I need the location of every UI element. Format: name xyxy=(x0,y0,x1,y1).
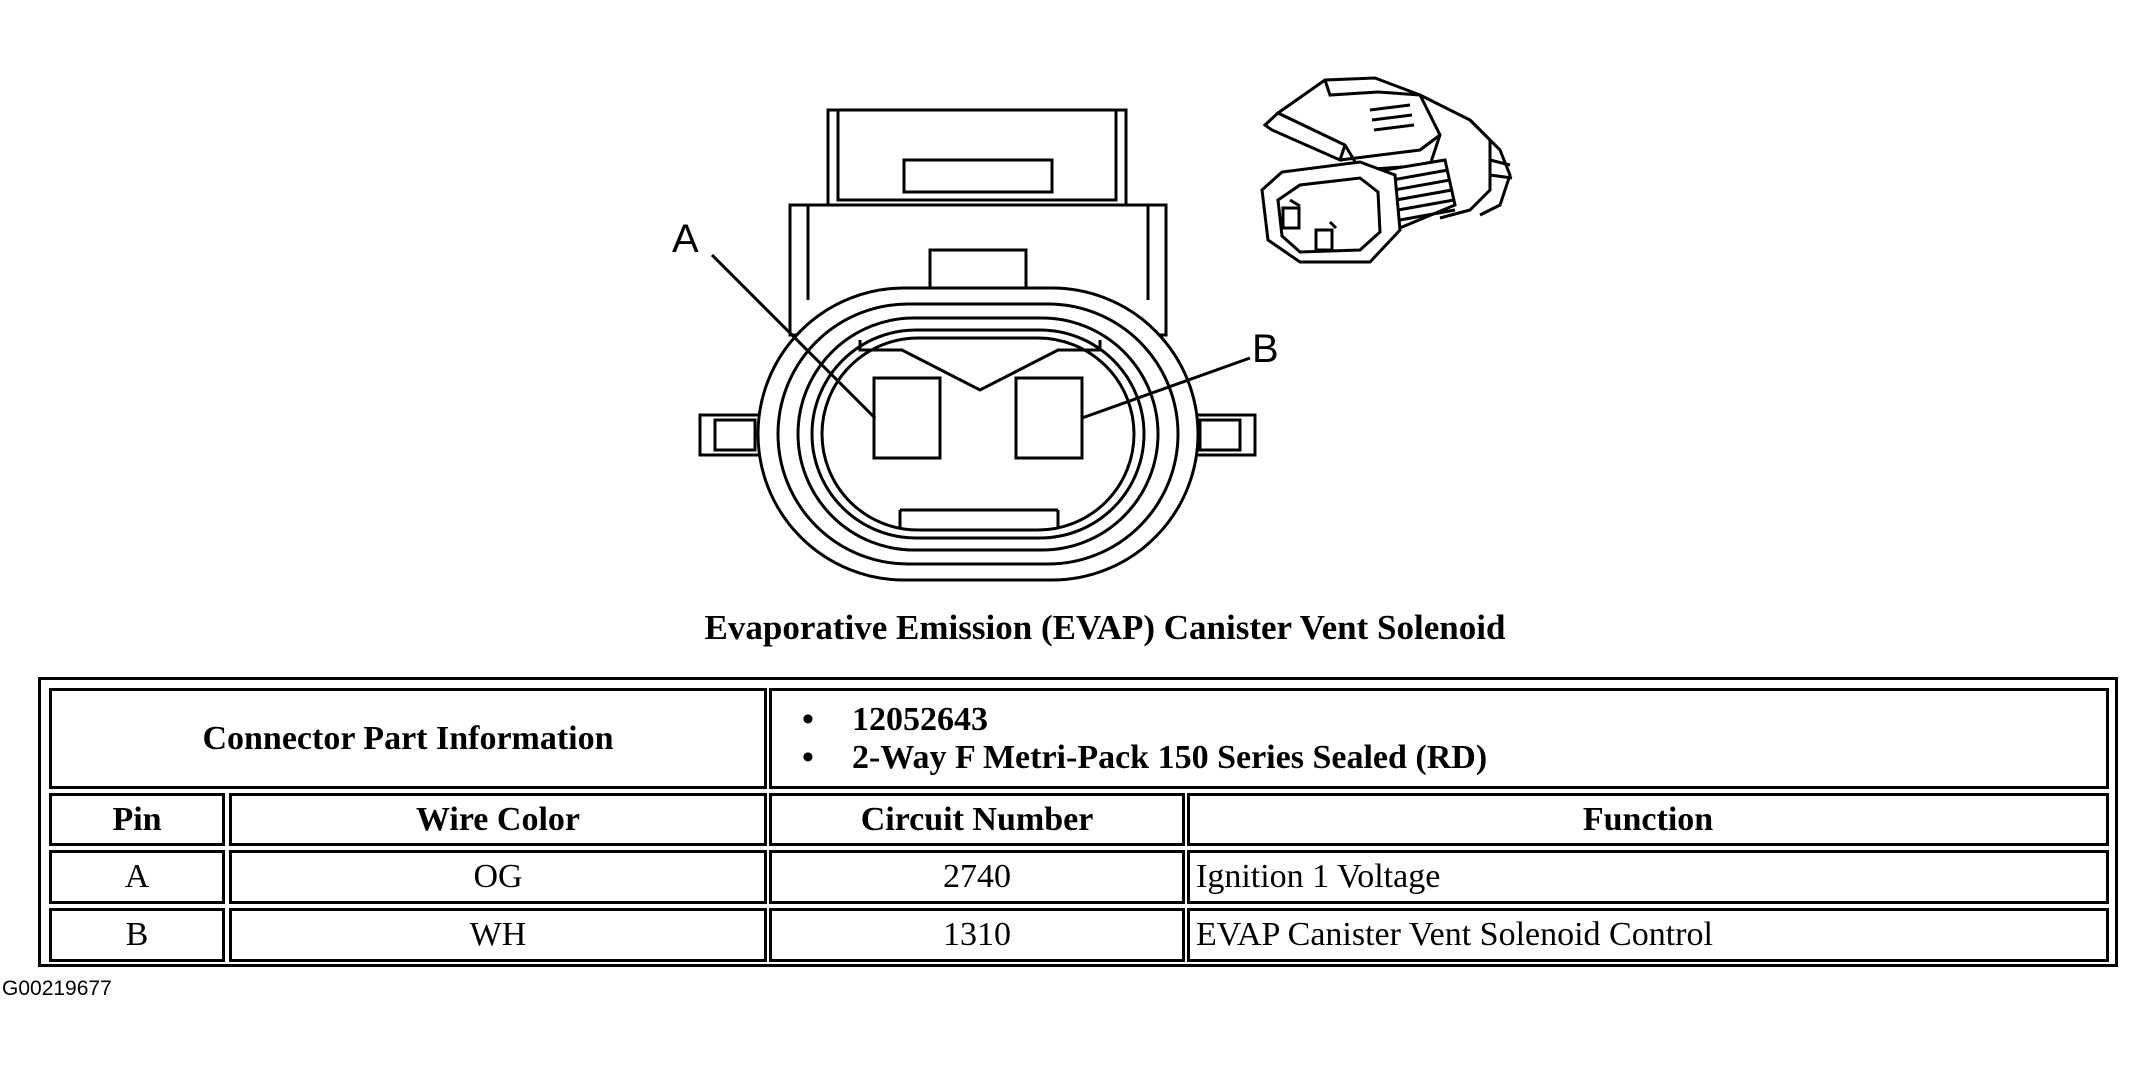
row-b-wire-color: WH xyxy=(229,908,767,962)
diagram-caption: Evaporative Emission (EVAP) Canister Ven… xyxy=(704,608,1506,647)
row-b-pin: B xyxy=(49,908,225,962)
pin-a-label: A xyxy=(672,217,699,261)
connector-face-view xyxy=(698,108,1257,582)
row-b-function: EVAP Canister Vent Solenoid Control xyxy=(1187,908,2109,962)
connector-diagram: A B xyxy=(672,76,1513,582)
row-b-circuit-number: 1310 xyxy=(769,908,1185,962)
header-wire-color: Wire Color xyxy=(229,793,767,846)
row-a-pin: A xyxy=(49,850,225,904)
row-a-wire-color: OG xyxy=(229,850,767,904)
connector-info-label: Connector Part Information xyxy=(49,688,767,789)
connector-table: Connector Part Information 12052643 2-Wa… xyxy=(38,677,2118,967)
pin-b-label: B xyxy=(1252,327,1279,371)
header-function: Function xyxy=(1187,793,2109,846)
connector-description: 2-Way F Metri-Pack 150 Series Sealed (RD… xyxy=(802,739,1487,777)
connector-isometric-view xyxy=(1260,76,1513,264)
figure-id: G00219677 xyxy=(2,977,112,1000)
row-a-circuit-number: 2740 xyxy=(769,850,1185,904)
header-circuit-number: Circuit Number xyxy=(769,793,1185,846)
header-pin: Pin xyxy=(49,793,225,846)
connector-part-number: 12052643 xyxy=(802,701,1487,739)
row-a-function: Ignition 1 Voltage xyxy=(1187,850,2109,904)
connector-info-items: 12052643 2-Way F Metri-Pack 150 Series S… xyxy=(769,688,2109,789)
